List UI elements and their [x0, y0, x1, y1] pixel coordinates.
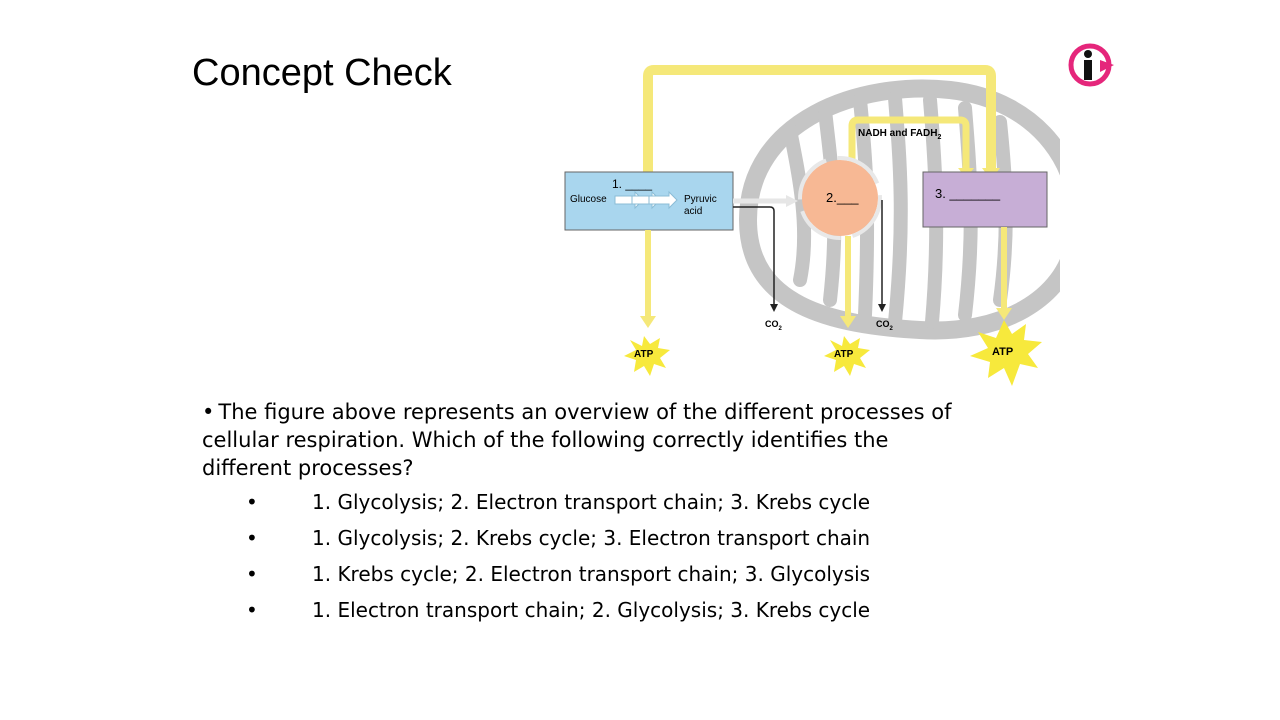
electron-transport-box — [922, 171, 1048, 228]
option-text: 1. Glycolysis; 2. Electron transport cha… — [312, 490, 871, 514]
atp-label-1: ATP — [634, 349, 654, 360]
pyruvic-label-2: acid — [684, 206, 702, 217]
atp-burst-1: ATP — [624, 336, 670, 376]
loop-arrow-top — [643, 65, 996, 172]
slide-title: Concept Check — [192, 52, 452, 94]
cellular-respiration-diagram: 1. ____ Glucose Pyruvic acid 2.___ NADH … — [564, 65, 1060, 386]
krebs-cycle-circle — [798, 156, 882, 240]
answer-option-4[interactable]: • 1. Electron transport chain; 2. Glycoly… — [246, 598, 870, 634]
atp-burst-2: ATP — [824, 336, 870, 376]
glucose-label: Glucose — [570, 194, 607, 205]
pyruvic-label-1: Pyruvic — [684, 194, 717, 205]
option-bullet: • — [246, 562, 258, 586]
answer-option-1[interactable]: • 1. Glycolysis; 2. Electron transport ch… — [246, 490, 870, 526]
nadh-arrow — [848, 116, 970, 172]
info-logo-icon — [1068, 43, 1114, 87]
nadh-fadh-label: NADH and FADH2 — [858, 128, 941, 141]
option-bullet: • — [246, 490, 258, 514]
to-krebs-arrowhead — [786, 195, 798, 207]
answer-option-2[interactable]: • 1. Glycolysis; 2. Krebs cycle; 3. Elect… — [246, 526, 870, 562]
question-bullet: • — [202, 400, 215, 424]
question-text: •The figure above represents an overview… — [202, 398, 962, 482]
atp-label-2: ATP — [834, 349, 854, 360]
option-text: 1. Glycolysis; 2. Krebs cycle; 3. Electr… — [312, 526, 871, 550]
box1-label: 1. ____ — [612, 177, 652, 191]
option-bullet: • — [246, 598, 258, 622]
option-bullet: • — [246, 526, 258, 550]
box2-label: 2.___ — [826, 190, 859, 205]
box3-label: 3. _______ — [935, 186, 1001, 201]
co2-label-1: CO2 — [765, 319, 783, 332]
co2-label-2: CO2 — [876, 319, 894, 332]
option-text: 1. Krebs cycle; 2. Electron transport ch… — [312, 562, 871, 586]
answer-option-3[interactable]: • 1. Krebs cycle; 2. Electron transport c… — [246, 562, 870, 598]
atp-burst-3: ATP — [970, 320, 1042, 386]
atp-label-3: ATP — [992, 346, 1013, 358]
option-text: 1. Electron transport chain; 2. Glycolys… — [312, 598, 871, 622]
glycolysis-arrows-icon — [614, 190, 678, 210]
question-body: The figure above represents an overview … — [202, 400, 952, 480]
